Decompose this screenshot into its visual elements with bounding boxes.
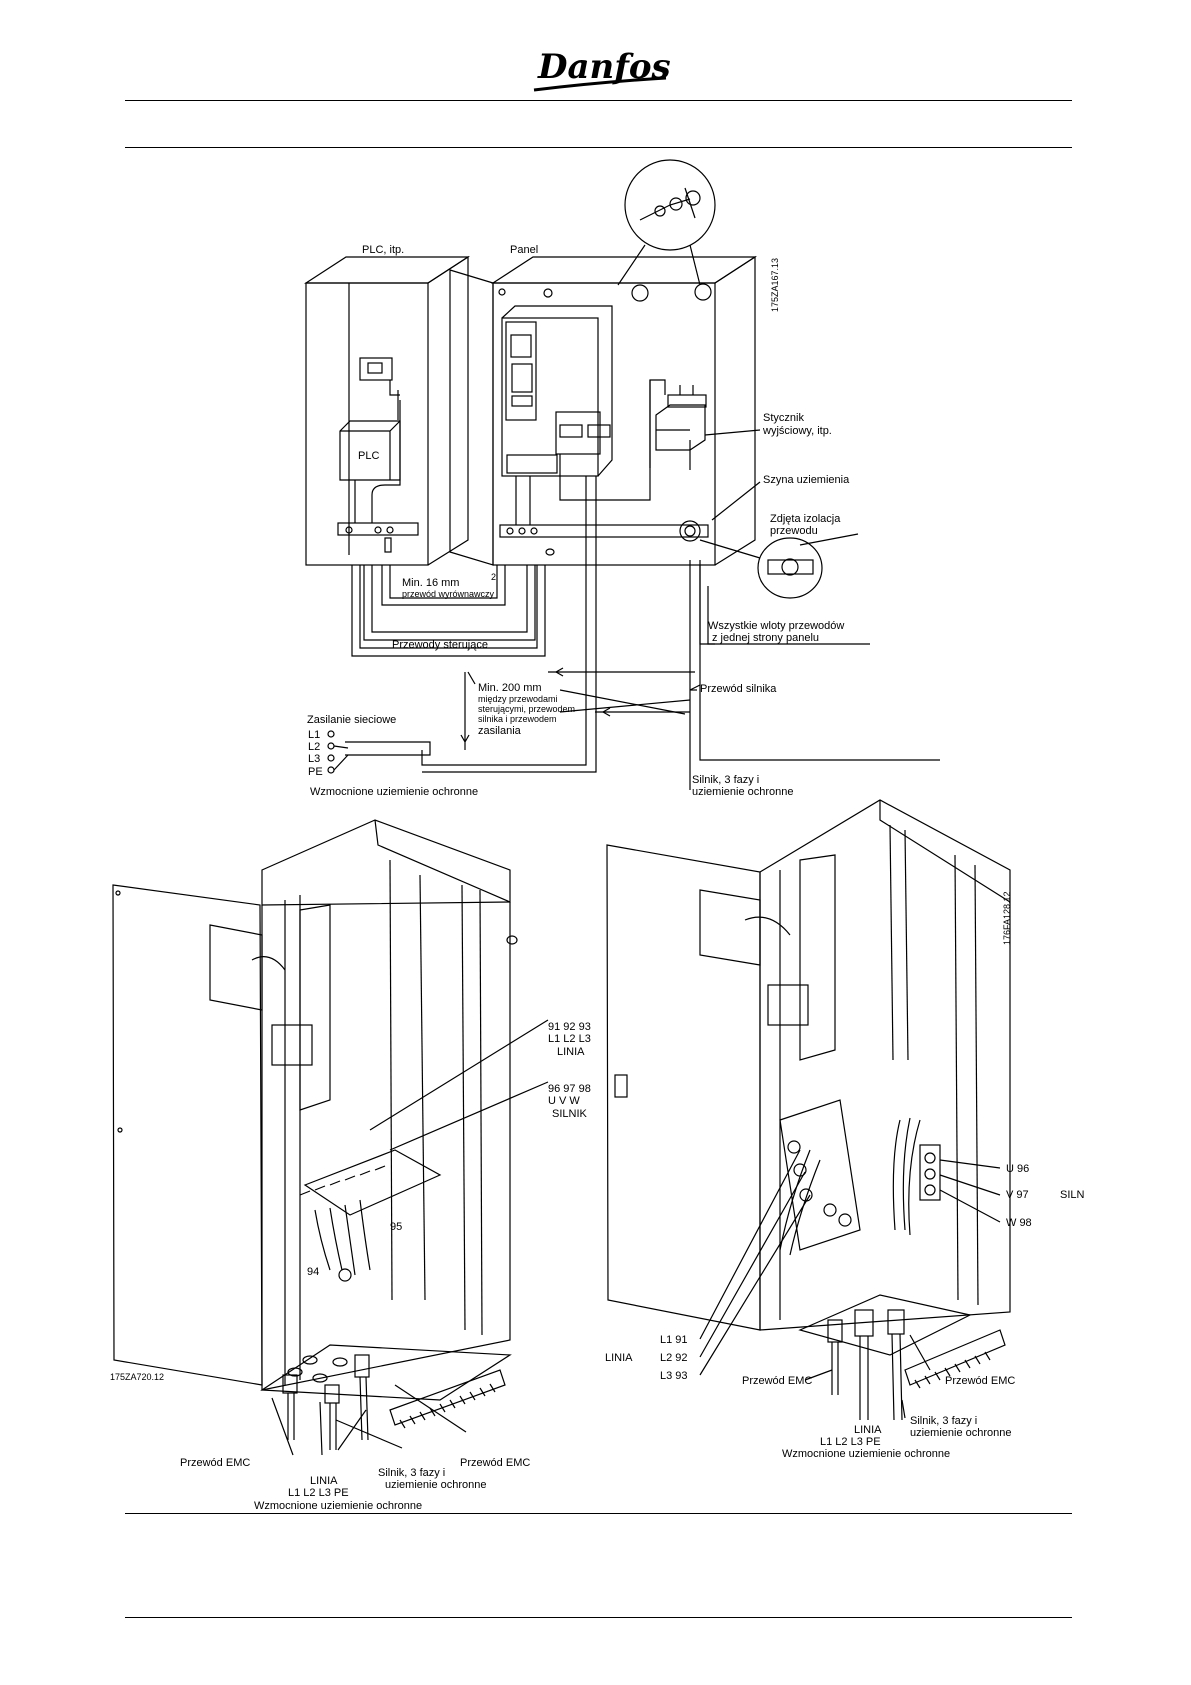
top-ref-code: 175ZA167.13 [770, 258, 780, 312]
mains-pe-terminal [327, 766, 335, 774]
plc-cabinet-label: PLC, itp. [362, 244, 404, 256]
panel-cabinet [449, 255, 758, 566]
left-ref-code: 175ZA720.12 [110, 1372, 164, 1382]
min200-label-2: między przewodami [478, 694, 558, 704]
stripped-label-1: Zdjęta izolacja [770, 513, 841, 525]
mains-l1-terminal [327, 730, 335, 738]
min200-label-1: Min. 200 mm [478, 682, 542, 694]
right-motor-u: U 96 [1006, 1163, 1029, 1175]
right-line-l3: L3 93 [660, 1370, 688, 1382]
equalizing-label-2: przewód wyrównawczy [402, 589, 495, 599]
right-emc-label-1: Przewód EMC [742, 1375, 812, 1387]
plc-box-label: PLC [358, 450, 379, 462]
contactor-label-1: Stycznik [763, 412, 804, 424]
mains-label: Zasilanie sieciowe [307, 714, 396, 726]
ground-bus-label: Szyna uziemienia [763, 474, 850, 486]
right-motor-v: V 97 [1006, 1189, 1029, 1201]
left-line-numbers: 91 92 93 [548, 1021, 591, 1033]
header-rule-bottom [125, 147, 1072, 148]
footer-rule-bottom [125, 1617, 1072, 1618]
reinforced-label-top: Wzmocnione uziemienie ochronne [310, 786, 478, 798]
mains-l3-terminal [327, 754, 335, 762]
right-ref-code: 176FA128.12 [1002, 891, 1012, 945]
left-bottom-motor-1: Silnik, 3 fazy i [378, 1467, 445, 1479]
mains-l3: L3 [308, 753, 320, 765]
magnifier-detail [617, 159, 716, 286]
min200-label-4: silnika i przewodem [478, 714, 557, 724]
right-line-l2: L2 92 [660, 1352, 688, 1364]
left-motor-numbers: 96 97 98 [548, 1083, 591, 1095]
min200-label-3: sterującymi, przewodem [478, 704, 575, 714]
left-motor-word: SILNIK [552, 1108, 588, 1120]
right-emc-label-2: Przewód EMC [945, 1375, 1015, 1387]
equalizing-sup: 2 [491, 572, 496, 582]
equalizing-label-1: Min. 16 mm [402, 577, 459, 589]
mains-l1: L1 [308, 729, 320, 741]
left-bottom-line-phases: L1 L2 L3 PE [288, 1487, 349, 1499]
left-emc-label-1: Przewód EMC [180, 1457, 250, 1469]
left-motor-phases: U V W [548, 1095, 580, 1107]
plc-cabinet [303, 255, 471, 566]
right-drive-illustration: 176FA128.12 U 96 V 97 W 98 SILN L1 91 L2… [605, 799, 1085, 1460]
left-emc-label-2: Przewód EMC [460, 1457, 530, 1469]
left-reinforced-label: Wzmocnione uziemienie ochronne [254, 1500, 422, 1512]
control-cables-label: Przewody sterujące [392, 639, 488, 651]
stripped-label-2: przewodu [770, 525, 818, 537]
header-rule-top [125, 100, 1072, 101]
right-bottom-motor-2: uziemienie ochronne [910, 1427, 1012, 1439]
footer-rule-top [125, 1513, 1072, 1514]
entries-label-1: Wszystkie wloty przewodów [708, 620, 844, 632]
stripped-detail [699, 429, 859, 599]
left-line-word: LINIA [557, 1046, 585, 1058]
terminal-94: 94 [307, 1266, 319, 1278]
min200-label-5: zasilania [478, 725, 522, 737]
motor-label-top-1: Silnik, 3 fazy i [692, 774, 759, 786]
terminal-95: 95 [390, 1221, 402, 1233]
mains-l2: L2 [308, 741, 320, 753]
right-motor-w: W 98 [1006, 1217, 1032, 1229]
right-motor-word: SILN [1060, 1189, 1085, 1201]
left-drive-illustration: 175ZA720.12 91 92 93 L1 L2 L3 LINIA 96 9… [110, 819, 591, 1512]
right-bottom-line-phases: L1 L2 L3 PE [820, 1436, 881, 1448]
danfoss-logo: Danfoss [533, 47, 670, 92]
right-bottom-line-word: LINIA [854, 1424, 882, 1436]
mains-l2-terminal [327, 742, 335, 750]
right-line-l1: L1 91 [660, 1334, 688, 1346]
panel-label: Panel [510, 244, 538, 256]
motor-label-top-2: uziemienie ochronne [692, 786, 794, 798]
mains-pe: PE [308, 766, 323, 778]
left-line-phases: L1 L2 L3 [548, 1033, 591, 1045]
motor-cable-label: Przewód silnika [700, 683, 777, 695]
entries-label-2: z jednej strony panelu [712, 632, 819, 644]
right-line-word: LINIA [605, 1352, 633, 1364]
top-installation-diagram: PLC, itp. Panel PLC 175ZA167.13 Stycznik… [303, 159, 940, 798]
right-bottom-motor-1: Silnik, 3 fazy i [910, 1415, 977, 1427]
right-reinforced-label: Wzmocnione uziemienie ochronne [782, 1448, 950, 1460]
contactor-label-2: wyjściowy, itp. [762, 425, 832, 437]
left-bottom-line-word: LINIA [310, 1475, 338, 1487]
left-bottom-motor-2: uziemienie ochronne [385, 1479, 487, 1491]
cable-routes [345, 555, 940, 790]
